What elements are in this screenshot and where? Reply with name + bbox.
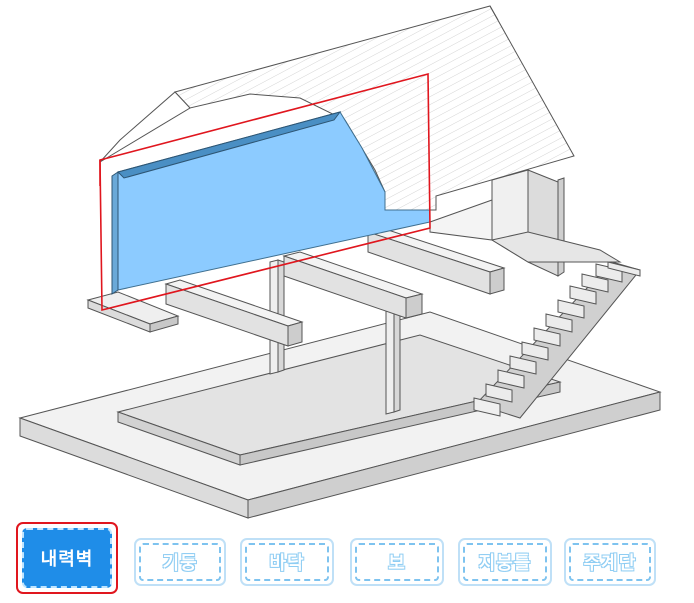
part-button-roof-truss[interactable]: 지붕틀 xyxy=(458,538,552,586)
wall-footing xyxy=(86,291,180,333)
rear-structure xyxy=(429,169,622,277)
part-button-label: 바닥 xyxy=(269,553,305,574)
part-button-floor[interactable]: 바닥 xyxy=(240,538,334,586)
beams xyxy=(164,227,506,347)
main-stairs xyxy=(473,261,641,419)
part-button-beam[interactable]: 보 xyxy=(350,538,444,586)
part-button-label: 지붕틀 xyxy=(478,553,532,574)
load-bearing-wall xyxy=(111,111,431,295)
part-button-label: 보 xyxy=(388,553,406,574)
building-structure-diagram xyxy=(18,5,662,519)
selection-outline xyxy=(99,72,431,312)
part-button-label: 기둥 xyxy=(162,553,198,574)
part-button-label: 내력벽 xyxy=(40,549,94,570)
part-button-label: 주계단 xyxy=(583,553,637,574)
part-button-bearing-wall[interactable]: 내력벽 xyxy=(16,522,118,594)
part-button-column[interactable]: 기둥 xyxy=(134,538,226,586)
part-button-main-stairs[interactable]: 주계단 xyxy=(564,538,656,586)
